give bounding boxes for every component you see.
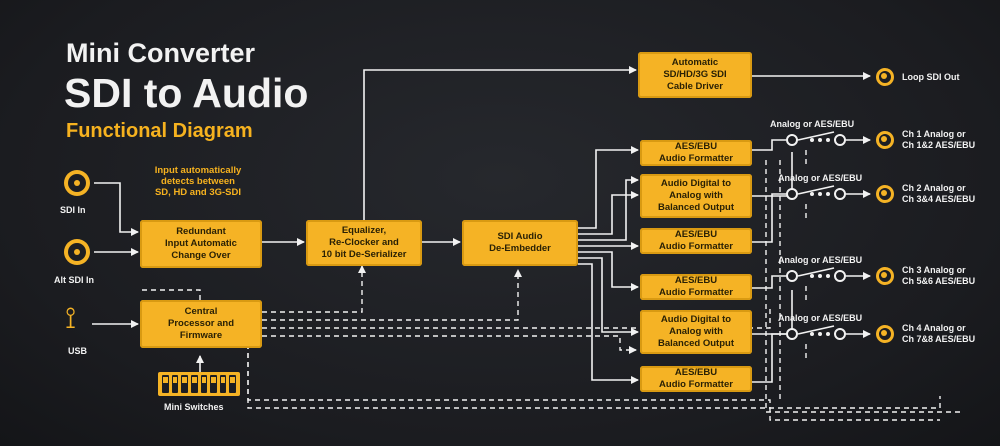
alt-sdi-in-connector-icon bbox=[64, 239, 90, 265]
ch12-analog-block: Audio Digital to Analog with Balanced Ou… bbox=[640, 174, 752, 218]
ch4-formatter-block: AES/EBU Audio Formatter bbox=[640, 366, 752, 392]
sdi-in-connector-icon bbox=[64, 170, 90, 196]
usb-icon: ⟟ bbox=[65, 302, 77, 335]
ch34-analog-block: Audio Digital to Analog with Balanced Ou… bbox=[640, 310, 752, 354]
switch-node-icon bbox=[834, 328, 846, 340]
switch-label-4: Analog or AES/EBU bbox=[778, 313, 863, 323]
redundant-input-block: Redundant Input Automatic Change Over bbox=[140, 220, 262, 268]
ch3-formatter-block: AES/EBU Audio Formatter bbox=[640, 274, 752, 300]
switch-label-3: Analog or AES/EBU bbox=[778, 255, 863, 265]
mini-switches-label: Mini Switches bbox=[164, 402, 224, 412]
sdi-in-label: SDI In bbox=[60, 205, 86, 215]
ch3-output-connector-icon bbox=[876, 267, 894, 285]
ch2-formatter-block: AES/EBU Audio Formatter bbox=[640, 228, 752, 254]
switch-node-icon bbox=[834, 188, 846, 200]
ch1-formatter-block: AES/EBU Audio Formatter bbox=[640, 140, 752, 166]
ch4-output-connector-icon bbox=[876, 325, 894, 343]
mini-switches-icon bbox=[158, 372, 240, 396]
switch-node-icon bbox=[786, 188, 798, 200]
loop-sdi-out-connector-icon bbox=[876, 68, 894, 86]
ch2-output-connector-icon bbox=[876, 185, 894, 203]
switch-node-icon bbox=[834, 270, 846, 282]
switch-label-2: Analog or AES/EBU bbox=[778, 173, 863, 183]
diagram-title: Mini Converter bbox=[66, 38, 256, 68]
ch1-output-connector-icon bbox=[876, 131, 894, 149]
switch-node-icon bbox=[786, 270, 798, 282]
product-name: SDI to Audio bbox=[64, 70, 309, 116]
switch-node-icon bbox=[786, 328, 798, 340]
loop-sdi-out-label: Loop SDI Out bbox=[902, 72, 960, 82]
ch4-output-label: Ch 4 Analog or Ch 7&8 AES/EBU bbox=[902, 323, 976, 344]
ch2-output-label: Ch 2 Analog or Ch 3&4 AES/EBU bbox=[902, 183, 976, 204]
ch1-output-label: Ch 1 Analog or Ch 1&2 AES/EBU bbox=[902, 129, 976, 150]
equalizer-block: Equalizer, Re-Clocker and 10 bit De-Seri… bbox=[306, 220, 422, 266]
switch-node-icon bbox=[834, 134, 846, 146]
ch3-output-label: Ch 3 Analog or Ch 5&6 AES/EBU bbox=[902, 265, 976, 286]
switch-node-icon bbox=[786, 134, 798, 146]
auto-detect-note: Input automatically detects between SD, … bbox=[154, 165, 242, 198]
alt-sdi-in-label: Alt SDI In bbox=[54, 275, 94, 285]
switch-label-1: Analog or AES/EBU bbox=[770, 119, 855, 129]
usb-label: USB bbox=[68, 346, 88, 356]
diagram-subtitle: Functional Diagram bbox=[66, 120, 253, 142]
central-processor-block: Central Processor and Firmware bbox=[140, 300, 262, 348]
cable-driver-block: Automatic SD/HD/3G SDI Cable Driver bbox=[638, 52, 752, 98]
de-embedder-block: SDI Audio De-Embedder bbox=[462, 220, 578, 266]
